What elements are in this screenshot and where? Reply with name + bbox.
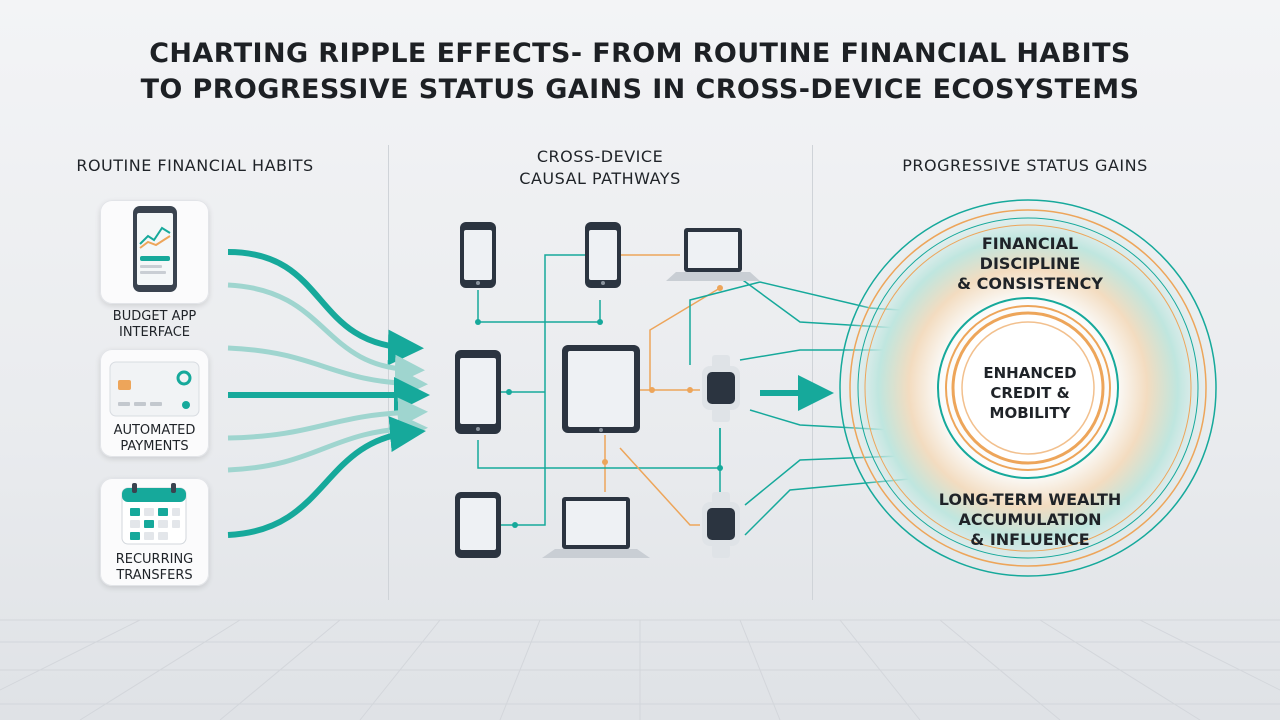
laptop-icon [542, 497, 650, 558]
habit-card-automated-payments[interactable]: Automated Payments [100, 349, 209, 457]
column-divider-left [388, 145, 389, 600]
ring-label-line: Discipline [979, 254, 1081, 273]
column-header-pathways-line-1: Cross-Device [536, 147, 664, 166]
column-header-status: Progressive Status Gains [902, 156, 1148, 175]
title-line-2: to Progressive Status Gains in Cross-Dev… [140, 74, 1140, 105]
flow-arrow [227, 249, 424, 366]
ring-label-discipline: Financial Discipline & Consistency [925, 234, 1135, 294]
habit-label-line: Budget App [112, 309, 197, 324]
page-title: Charting Ripple Effects- From Routine Fi… [0, 36, 1280, 108]
ring-label-line: & Consistency [957, 274, 1103, 293]
connection-nodes [475, 285, 723, 528]
flow-arrow [227, 397, 428, 441]
status-rings [836, 196, 1220, 580]
habit-label-line: Interface [119, 325, 190, 340]
ring-label-credit: Enhanced Credit & Mobility [955, 363, 1105, 423]
tablet-icon [455, 350, 501, 434]
flow-arrow [227, 416, 426, 538]
ring-label-line: Enhanced [983, 364, 1077, 382]
habit-label-line: Payments [120, 439, 189, 454]
ring-label-line: Mobility [989, 404, 1071, 422]
ring-label-wealth: Long-Term Wealth Accumulation & Influenc… [905, 490, 1155, 550]
budget-app-phone-icon [133, 206, 177, 292]
habit-label-automated-payments: Automated Payments [100, 423, 209, 455]
ring-label-line: Long-Term Wealth [938, 490, 1122, 509]
title-line-1: Charting Ripple Effects- From Routine Fi… [149, 38, 1131, 69]
habit-label-line: Recurring [115, 552, 194, 567]
habit-card-recurring-transfers[interactable]: Recurring Transfers [100, 478, 209, 586]
column-divider-right [812, 145, 813, 600]
tablet-icon [455, 492, 501, 558]
smartwatch-icon [702, 355, 740, 422]
habit-card-budget-app[interactable] [100, 200, 209, 304]
habit-label-line: Transfers [116, 568, 193, 583]
habit-label-line: Automated [113, 423, 196, 438]
ring-label-line: Credit & [990, 384, 1070, 402]
habit-flow-arrows [227, 249, 430, 538]
column-header-habits: Routine Financial Habits [76, 156, 314, 175]
column-header-pathways-line-2: Causal Pathways [519, 169, 681, 188]
payment-card-icon [109, 361, 200, 417]
ring-label-line: Financial [981, 234, 1079, 253]
flow-arrow [227, 345, 428, 399]
ring-label-line: & Influence [970, 530, 1090, 549]
flow-arrow [227, 282, 425, 385]
habit-label-budget-app: Budget App Interface [92, 309, 217, 341]
smartwatch-icon [702, 492, 740, 558]
smartphone-icon [585, 222, 621, 288]
column-header-pathways: Cross-Device Causal Pathways [470, 146, 730, 190]
smartphone-icon [460, 222, 496, 288]
ring-label-line: Accumulation [958, 510, 1102, 529]
habit-label-recurring-transfers: Recurring Transfers [100, 552, 209, 584]
tablet-icon [562, 345, 640, 433]
laptop-icon [666, 228, 760, 281]
calendar-check-icon [121, 483, 187, 545]
